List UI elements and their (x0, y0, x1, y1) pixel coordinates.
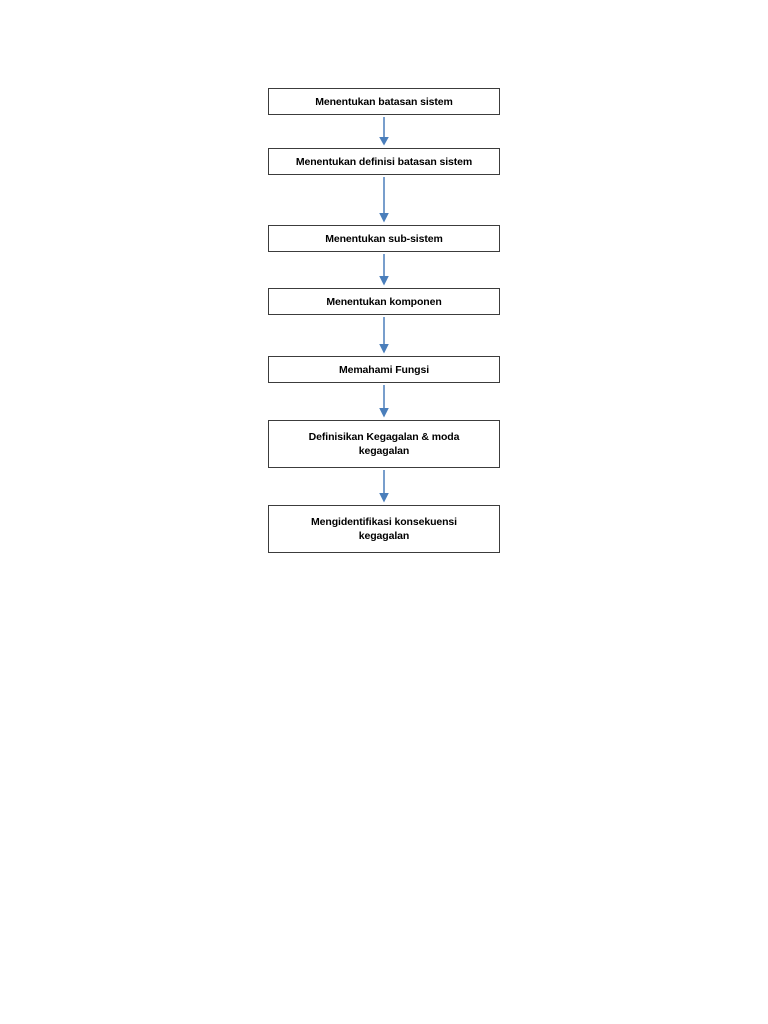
flow-arrow-1 (376, 117, 392, 146)
flow-arrow-6 (376, 470, 392, 503)
arrow-down-icon (379, 177, 389, 223)
flow-node-2[interactable]: Menentukan definisi batasan sistem (268, 148, 500, 175)
flow-node-4[interactable]: Menentukan komponen (268, 288, 500, 315)
flow-node-7-label: Mengidentifikasi konsekuensi kegagalan (311, 516, 457, 542)
flow-arrow-5 (376, 385, 392, 418)
flow-node-4-label: Menentukan komponen (326, 295, 442, 308)
flow-node-3-label: Menentukan sub-sistem (325, 232, 443, 245)
arrow-down-icon (379, 385, 389, 418)
flow-arrow-4 (376, 317, 392, 354)
flow-node-5-label: Memahami Fungsi (338, 363, 430, 376)
flow-node-1[interactable]: Menentukan batasan sistem (268, 88, 500, 115)
arrow-down-icon (379, 117, 389, 146)
flow-node-6-label: Definisikan Kegagalan & moda kegagalan (308, 431, 460, 457)
flow-node-5[interactable]: Memahami Fungsi (268, 356, 500, 383)
flow-node-1-label: Menentukan batasan sistem (315, 95, 453, 108)
flow-node-7[interactable]: Mengidentifikasi konsekuensi kegagalan (268, 505, 500, 553)
arrow-down-icon (379, 317, 389, 354)
flow-node-6[interactable]: Definisikan Kegagalan & moda kegagalan (268, 420, 500, 468)
arrow-down-icon (379, 470, 389, 503)
flow-node-3[interactable]: Menentukan sub-sistem (268, 225, 500, 252)
arrow-down-icon (379, 254, 389, 286)
flow-arrow-3 (376, 254, 392, 286)
flow-node-2-label: Menentukan definisi batasan sistem (295, 155, 473, 168)
flow-arrow-2 (376, 177, 392, 223)
